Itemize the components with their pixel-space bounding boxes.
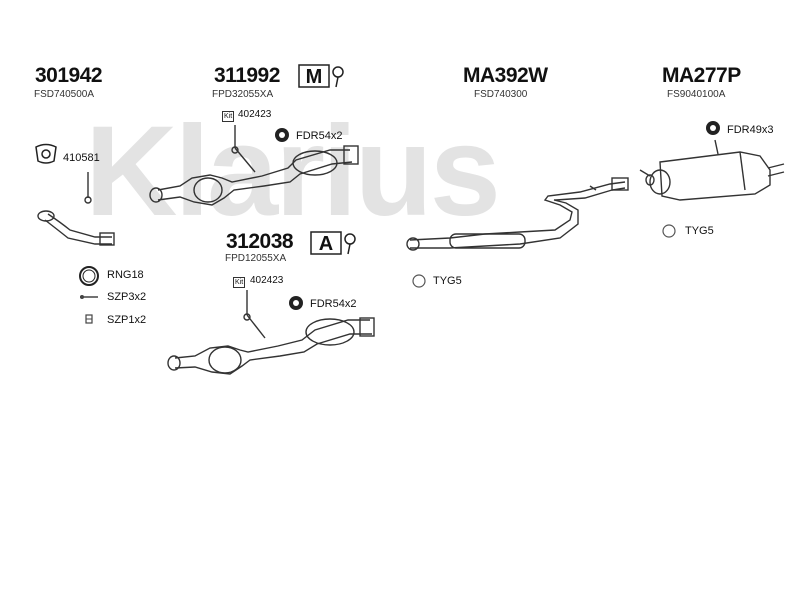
rubber-mount-icon-upper <box>275 128 289 142</box>
front-pipe-drawing <box>37 172 115 246</box>
catalyst-lower-drawing <box>167 290 375 375</box>
rubber-mount-icon-lower <box>289 296 303 310</box>
tyg-label-mid: TYG5 <box>433 275 462 287</box>
manual-badge-icon: M <box>298 64 344 88</box>
clamp-label-3: SZP3x2 <box>107 291 147 303</box>
manual-badge-letter: M <box>306 66 323 88</box>
clamp-label-1: SZP1x2 <box>107 314 147 326</box>
sub-code-catalyst-upper: FPD32055XA <box>212 89 274 100</box>
sub-code-rear-silencer: FS9040100A <box>667 89 726 100</box>
center-pipe-drawing <box>406 177 629 251</box>
mount-label-upper: FDR54x2 <box>296 130 343 142</box>
kit-box-upper: Kit <box>222 111 235 122</box>
kit-box-lower: Kit <box>233 277 246 288</box>
part-number-catalyst-upper: 311992 <box>214 64 280 87</box>
tyg-label-rear: TYG5 <box>685 225 714 237</box>
ring-icon <box>79 266 99 286</box>
part-number-front-pipe: 301942 <box>35 64 103 87</box>
watermark: Klarius <box>85 100 501 243</box>
part-number-catalyst-lower: 312038 <box>226 230 294 253</box>
kit-code-upper: 402423 <box>238 109 272 120</box>
rear-silencer-drawing <box>639 139 785 201</box>
clamp-bolt-icon <box>80 295 98 299</box>
mount-label-lower: FDR54x2 <box>310 298 357 310</box>
part-number-center-pipe: MA392W <box>463 64 548 87</box>
tyg-ring-icon-rear <box>662 224 676 238</box>
tyg-ring-icon-mid <box>412 274 426 288</box>
rubber-mount-icon-rear <box>706 121 720 135</box>
sub-code-center-pipe: FSD740300 <box>474 89 528 100</box>
automatic-badge-icon: A <box>310 231 356 255</box>
sub-code-front-pipe: FSD740500A <box>34 89 95 100</box>
kit-code-lower: 402423 <box>250 275 284 286</box>
automatic-badge-letter: A <box>319 233 333 255</box>
ring-label: RNG18 <box>107 269 144 281</box>
part-number-rear-silencer: MA277P <box>662 64 741 87</box>
gasket-icon <box>35 143 57 164</box>
sub-code-catalyst-lower: FPD12055XA <box>225 253 287 264</box>
mount-label-rear: FDR49x3 <box>727 124 774 136</box>
gasket-label-front: 410581 <box>63 152 100 164</box>
catalyst-upper-drawing <box>149 125 359 206</box>
clamp-nut-icon <box>85 314 93 324</box>
